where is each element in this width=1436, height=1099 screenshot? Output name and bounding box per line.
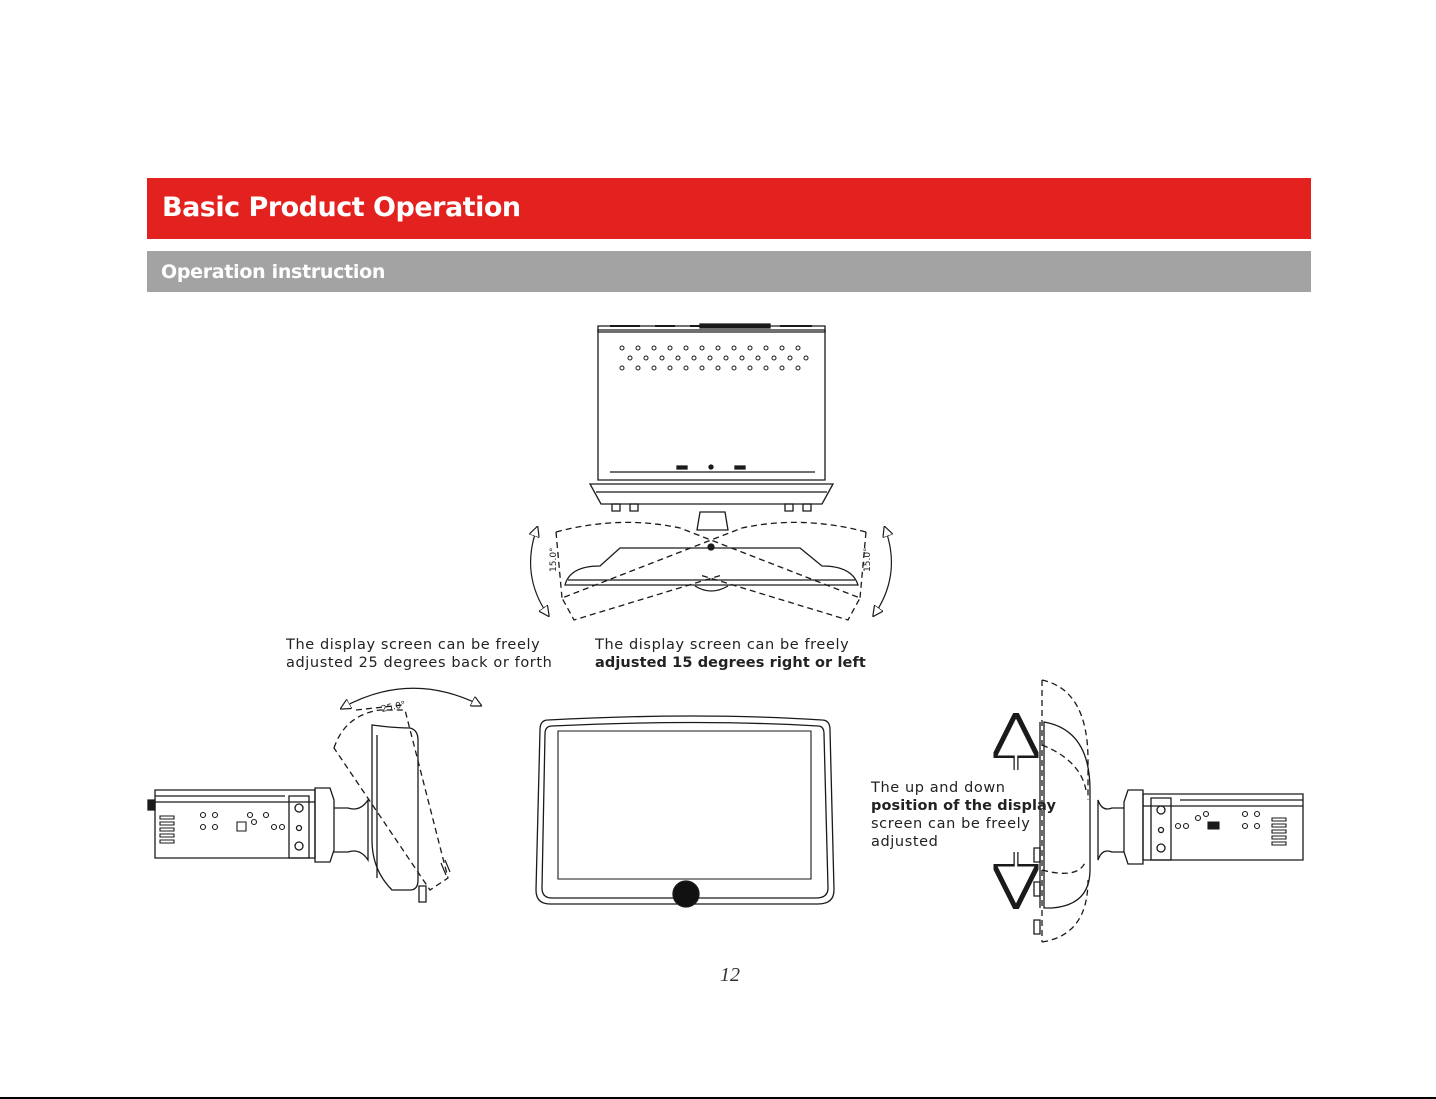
front-view-screen-diagram bbox=[536, 716, 834, 907]
height-caption-line1: The up and down bbox=[871, 779, 1056, 797]
swivel-angle-right-label: 15.0° bbox=[863, 547, 873, 572]
height-caption-line2: position of the display bbox=[871, 797, 1056, 815]
tilt-caption-line1: The display screen can be freely bbox=[286, 636, 552, 654]
tilt-caption: The display screen can be freely adjuste… bbox=[286, 636, 552, 672]
swivel-caption-line2: adjusted 15 degrees right or left bbox=[595, 654, 866, 672]
height-caption: The up and down position of the display … bbox=[871, 779, 1056, 851]
height-caption-line3: screen can be freely bbox=[871, 815, 1056, 833]
swivel-angle-left-label: 15.0° bbox=[549, 547, 559, 572]
swivel-caption-line1: The display screen can be freely bbox=[595, 636, 866, 654]
height-caption-line4: adjusted bbox=[871, 833, 1056, 851]
top-view-swivel-diagram: 15.0° 15.0° bbox=[531, 324, 892, 620]
tilt-caption-line2: adjusted 25 degrees back or forth bbox=[286, 654, 552, 672]
page-number: 12 bbox=[700, 964, 760, 987]
side-view-height-diagram bbox=[1016, 680, 1303, 942]
side-view-tilt-diagram: 25.0° bbox=[148, 688, 480, 902]
swivel-caption: The display screen can be freely adjuste… bbox=[595, 636, 866, 672]
tilt-angle-label: 25.0° bbox=[381, 700, 407, 715]
